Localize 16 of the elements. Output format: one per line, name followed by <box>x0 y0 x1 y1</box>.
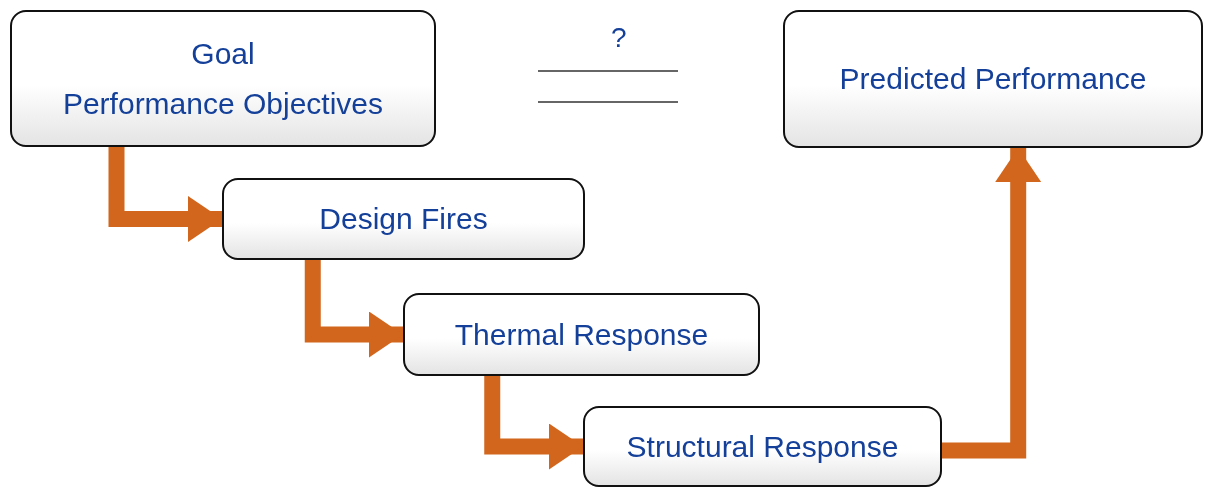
process-box <box>10 10 436 147</box>
box-label: Predicted Performance <box>839 61 1147 97</box>
process-box <box>222 178 585 260</box>
box-label: Performance Objectives <box>62 85 384 122</box>
box-label: Design Fires <box>319 201 488 237</box>
process-box <box>403 293 760 376</box>
box-label: Structural Response <box>626 428 899 465</box>
process-box <box>583 406 942 487</box>
question-mark-label: ? <box>611 22 627 54</box>
elbow-arrow <box>304 260 403 358</box>
process-box <box>783 10 1203 148</box>
elbow-arrow <box>942 148 1042 459</box>
elbow-arrow <box>484 376 583 470</box>
elbow-arrow <box>108 147 222 242</box>
box-heading: Goal <box>191 35 255 72</box>
box-label: Thermal Response <box>454 316 709 353</box>
